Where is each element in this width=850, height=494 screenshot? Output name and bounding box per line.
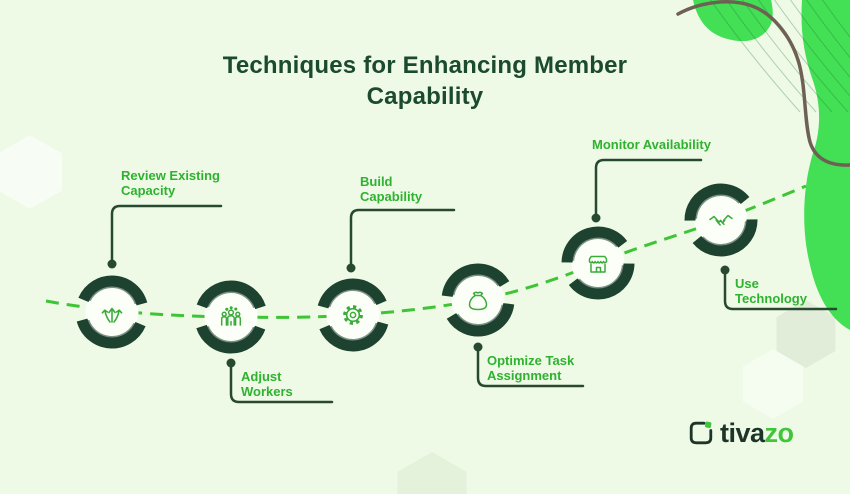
step-label-line: Assignment (487, 368, 562, 383)
step-label-line: Use (735, 276, 759, 291)
step-label-review-existing-capacity: Review Existing Capacity (121, 168, 220, 198)
node-ring-arc (684, 183, 750, 221)
node-ring-arc (701, 221, 748, 247)
node-ring-arc (455, 304, 505, 327)
connector-review-existing-capacity (110, 204, 223, 266)
connector-lines (110, 158, 838, 404)
node-ring-arc (206, 290, 257, 309)
step-label-line: Monitor Availability (592, 137, 711, 152)
title-line-2: Capability (366, 83, 484, 110)
node-review-existing-capacity (76, 275, 148, 349)
step-label-optimize-task-assignment: Optimize Task Assignment (487, 353, 574, 383)
node-optimize-task-assignment (441, 263, 515, 337)
corner-blob-right (801, 0, 850, 330)
node-ring-arc (87, 285, 138, 305)
node-ring-arc (196, 280, 266, 310)
handshake-icon (709, 214, 733, 226)
connector-dot (720, 265, 730, 275)
node-ring-arc (317, 278, 387, 309)
connector-dot (346, 263, 356, 273)
node-ring-arc (571, 236, 619, 261)
node-adjust-workers (196, 280, 266, 354)
logo-wordmark: tivazo (720, 414, 794, 452)
node-build-capability (317, 278, 389, 352)
step-label-line: Optimize Task (487, 353, 575, 368)
logo-text-prefix: tiva (720, 418, 765, 448)
step-label-line: Technology (735, 291, 807, 306)
step-label-monitor-availability: Monitor Availability (592, 137, 711, 152)
step-label-line: Workers (241, 384, 293, 399)
step-label-build-capability: Build Capability (360, 174, 422, 204)
title-line-1: Techniques for Enhancing Member (222, 52, 628, 79)
node-monitor-availability (561, 226, 635, 300)
step-label-line: Review Existing (121, 168, 220, 183)
node-ring-arc (205, 325, 256, 344)
node-ring-arc (86, 319, 137, 339)
node-ring-arc (692, 219, 758, 257)
storefront-icon (588, 255, 608, 273)
node-ring-arc (196, 324, 266, 354)
hexagon-decoration (397, 452, 467, 494)
brand-logo: tivazo (689, 414, 794, 452)
connector-dot (473, 342, 483, 352)
node-ring-arc (76, 318, 146, 349)
connector-dots (107, 213, 730, 368)
node-ring-arc (319, 321, 389, 352)
connector-dot (107, 259, 117, 269)
node-ring-arc (694, 193, 741, 219)
team-icon (220, 306, 242, 326)
curve-accent-line (676, 0, 850, 167)
hatch-lines (709, 0, 850, 113)
connector-monitor-availability (594, 158, 703, 220)
node-ring-arc (441, 263, 510, 298)
connector-use-technology (723, 268, 838, 311)
node-ring-arc (327, 288, 378, 308)
corner-decoration (676, 0, 850, 330)
node-use-technology (684, 183, 758, 257)
step-label-line: Build (360, 174, 393, 189)
step-label-line: Adjust (241, 369, 282, 384)
hexagon-decoration (0, 135, 62, 209)
connector-dot (226, 358, 236, 368)
hexagon-decoration (776, 300, 836, 368)
node-ring-arc (561, 226, 628, 263)
connector-dot (591, 213, 601, 223)
node-ring-arc (328, 322, 379, 342)
step-label-use-technology: Use Technology (735, 276, 807, 306)
gear-icon (343, 305, 363, 325)
step-label-line: Capability (360, 189, 423, 204)
step-label-adjust-workers: Adjust Workers (241, 369, 293, 399)
connector-build-capability (349, 208, 456, 270)
connector-optimize-task-assignment (476, 345, 585, 388)
growth-arrows-icon (101, 307, 123, 323)
logo-mark-icon (689, 421, 713, 445)
page-title: Techniques for Enhancing Member Capabili… (0, 50, 850, 112)
node-inner-circle (451, 273, 505, 327)
connector-adjust-workers (229, 361, 334, 404)
node-ring-arc (446, 302, 515, 337)
logo-text-suffix: zo (764, 418, 795, 448)
corner-blob-left (693, 0, 773, 42)
step-label-line: Capacity (121, 183, 176, 198)
node-ring-arc (78, 275, 148, 306)
node-ring-arc (451, 273, 501, 296)
money-bag-icon (468, 291, 488, 311)
node-inner-circle (204, 290, 258, 344)
hexagon-decoration (742, 349, 804, 419)
node-ring-arc (577, 265, 625, 290)
node-inner-circle (326, 288, 380, 342)
node-ring-arc (568, 263, 635, 300)
